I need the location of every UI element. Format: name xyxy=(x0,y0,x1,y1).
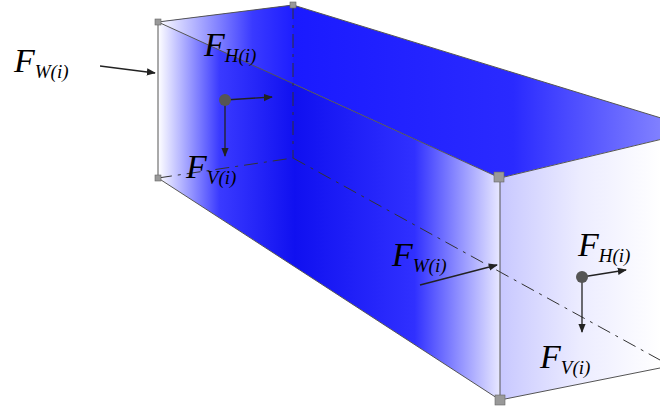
beam-edges xyxy=(158,5,660,400)
end-face xyxy=(500,130,660,400)
corner-markers xyxy=(155,2,505,405)
force-label: FH(i) xyxy=(204,28,256,62)
hidden-edges xyxy=(158,5,660,360)
force-arrows xyxy=(100,66,626,332)
load-point xyxy=(576,271,588,283)
force-label: FW(i) xyxy=(392,238,447,272)
force-label: FV(i) xyxy=(186,150,236,184)
force-label: FH(i) xyxy=(578,228,630,262)
force-label: FW(i) xyxy=(14,44,69,78)
force-label: FV(i) xyxy=(540,340,590,374)
side-face xyxy=(158,22,500,400)
load-point xyxy=(219,94,231,106)
